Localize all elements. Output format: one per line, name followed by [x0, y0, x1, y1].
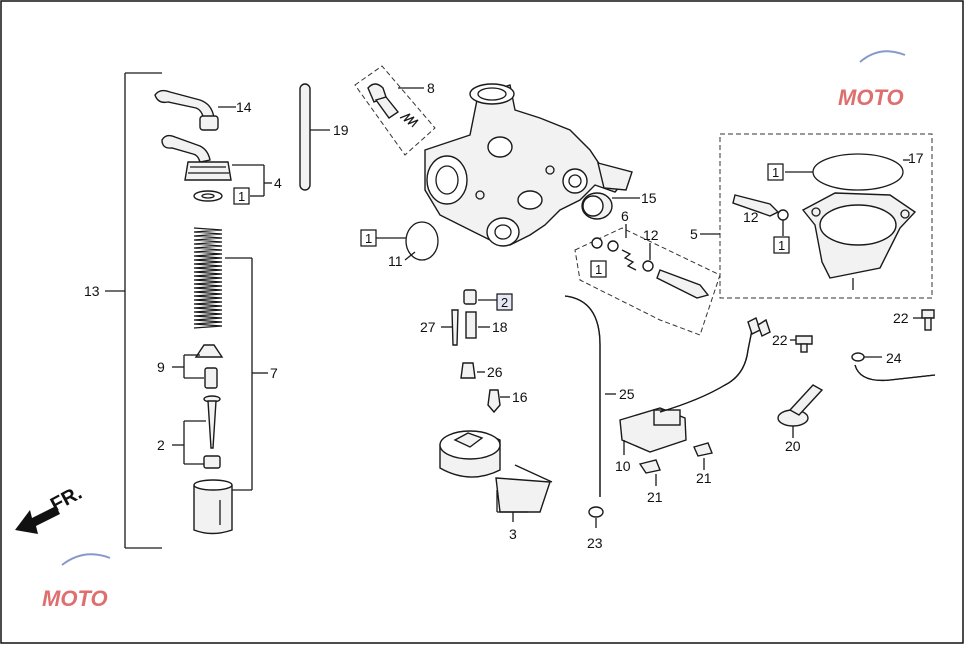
callout-11: 11	[388, 253, 403, 269]
callout-23: 23	[587, 535, 603, 551]
part-9-needle-clip	[172, 344, 224, 389]
callout-21b: 21	[696, 470, 712, 486]
callout-box-1b: 1	[365, 231, 372, 246]
callout-22b: 22	[893, 310, 909, 326]
part-2-jet-needle	[172, 395, 221, 469]
part-3-float	[439, 430, 553, 522]
watermark-logo-bottom: MOTO	[42, 553, 111, 611]
callout-10: 10	[615, 458, 631, 474]
callout-5: 5	[690, 226, 698, 242]
callout-25: 25	[619, 386, 635, 402]
callout-3: 3	[509, 526, 517, 542]
callout-27: 27	[420, 319, 436, 335]
callout-6: 6	[621, 208, 629, 224]
callout-15: 15	[641, 190, 657, 206]
callout-9: 9	[157, 359, 165, 375]
callout-24: 24	[886, 350, 902, 366]
callout-box-2: 2	[501, 295, 508, 310]
part-14-elbow-fitting	[154, 89, 236, 131]
callout-4: 4	[274, 175, 282, 191]
kit-box-1a	[233, 187, 250, 205]
part-20-intake-insulator	[777, 384, 824, 438]
part-19-rod	[299, 83, 330, 191]
callout-12a: 12	[643, 227, 659, 243]
part-throttle-slide	[193, 479, 233, 535]
part-jets-group	[441, 289, 513, 414]
part-4-top-cap	[161, 134, 272, 202]
part-23-clip	[588, 506, 604, 528]
callout-box-1a: 1	[238, 189, 245, 204]
callout-13: 13	[84, 283, 100, 299]
callout-19: 19	[333, 122, 349, 138]
callout-26: 26	[487, 364, 503, 380]
part-24-vent-hose	[851, 352, 936, 382]
callout-21a: 21	[647, 489, 663, 505]
callout-box-1c: 1	[595, 262, 602, 277]
part-5-float-bowl-group	[700, 133, 933, 299]
assembly-13-bracket	[105, 72, 162, 549]
part-8-screw-group	[354, 65, 436, 156]
carburetor-body	[424, 83, 633, 247]
part-10-auto-choke	[619, 317, 771, 455]
callout-16: 16	[512, 389, 528, 405]
part-22-bolts	[790, 309, 935, 353]
callout-2a: 2	[157, 437, 165, 453]
part-7-spring	[193, 227, 268, 491]
watermark-text-bottom: MOTO	[42, 586, 108, 611]
callout-22a: 22	[772, 332, 788, 348]
part-11-o-ring	[360, 221, 439, 261]
part-25-drain-tube	[564, 295, 616, 497]
callout-box-1d: 1	[772, 165, 779, 180]
callout-18: 18	[492, 319, 508, 335]
watermark-text-top: MOTO	[838, 85, 904, 110]
watermark-logo-top: MOTO	[838, 50, 906, 110]
callout-7: 7	[270, 365, 278, 381]
part-6-mixture-screw-group	[574, 224, 721, 336]
front-direction-arrow	[15, 506, 60, 534]
part-15-cap	[581, 192, 640, 220]
callout-12b: 12	[743, 209, 759, 225]
callout-8: 8	[427, 80, 435, 96]
callout-box-1e: 1	[778, 238, 785, 253]
callout-20: 20	[785, 438, 801, 454]
callout-14: 14	[236, 99, 252, 115]
callout-17: 17	[908, 150, 924, 166]
part-21-bolts	[638, 442, 713, 486]
